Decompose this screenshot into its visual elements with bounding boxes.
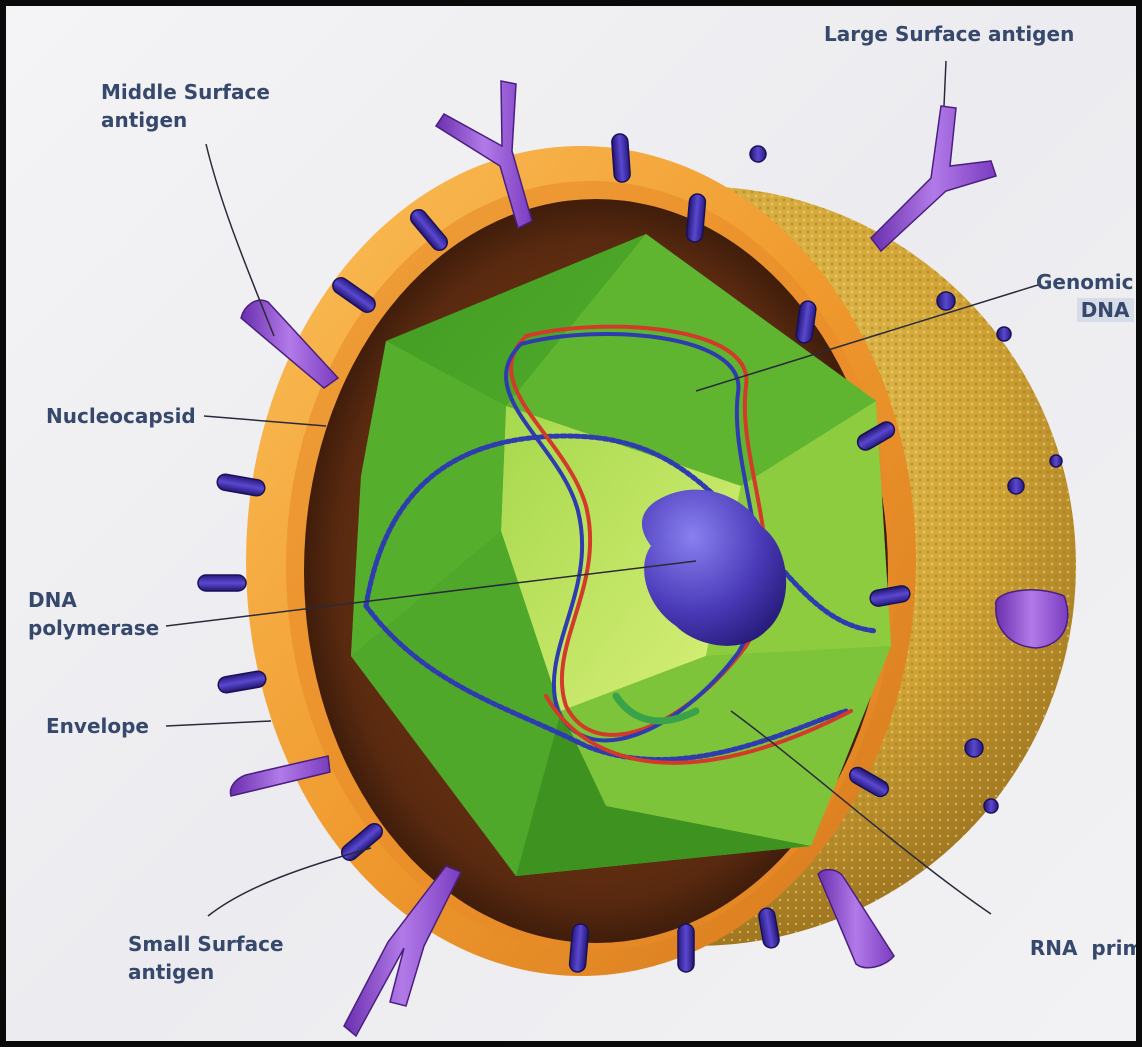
label-dna-polymerase: DNA polymerase (28, 586, 159, 642)
label-small-surface-antigen: Small Surface antigen (128, 930, 284, 986)
label-nucleocapsid: Nucleocapsid (46, 402, 196, 430)
label-rna-primer: RNA primer (1002, 906, 1142, 990)
label-large-surface-antigen: Large Surface antigen (824, 20, 1074, 48)
label-middle-surface-antigen: Middle Surface antigen (101, 78, 270, 134)
virus-illustration (6, 6, 1142, 1047)
label-envelope: Envelope (46, 712, 149, 740)
label-genomic-dna: Genomic DNA (1036, 268, 1134, 324)
